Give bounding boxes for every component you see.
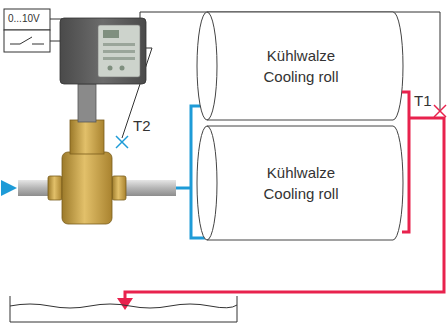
sensor-label: T2 <box>133 118 151 135</box>
roll-label: Kühlwalze <box>267 45 335 66</box>
return-line <box>125 118 444 300</box>
cooling-roll: KühlwalzeCooling roll <box>212 128 390 238</box>
sensor-label: T1 <box>414 93 432 110</box>
signal-box <box>4 9 62 52</box>
supply-line <box>176 187 191 190</box>
roll-drawing <box>197 12 403 240</box>
roll-label: Cooling roll <box>263 183 338 204</box>
signal-label: 0...10V <box>8 13 40 24</box>
tank <box>10 296 237 322</box>
cooling-roll: KühlwalzeCooling roll <box>212 14 390 118</box>
roll-label: Kühlwalze <box>267 162 335 183</box>
water-surface <box>10 304 237 308</box>
sensor-mark <box>434 105 446 117</box>
sensor-mark <box>116 136 128 148</box>
return-manifold <box>402 92 409 232</box>
roll-label: Cooling roll <box>263 66 338 87</box>
flow-arrow <box>1 180 17 196</box>
control-valve <box>48 18 146 224</box>
